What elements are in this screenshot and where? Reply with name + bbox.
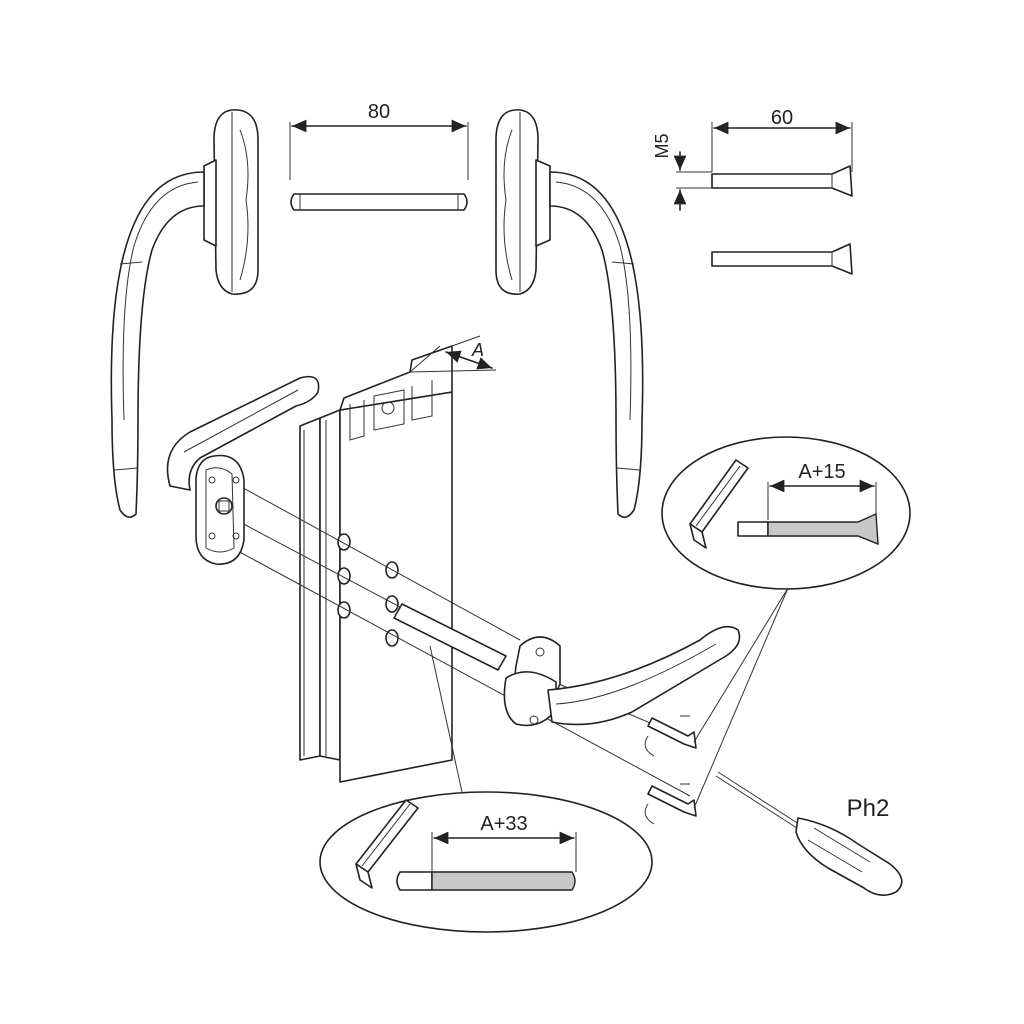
spindle-length-label: 80 — [368, 101, 390, 123]
installed-handle-back — [503, 625, 741, 727]
left-handle-icon — [110, 109, 259, 518]
installed-handle-front — [166, 375, 320, 565]
screw-bottom — [711, 243, 853, 275]
window-profile-icon: A — [299, 335, 497, 783]
screwdriver-label: Ph2 — [847, 795, 890, 822]
screw-top: 60 M5 — [652, 107, 853, 211]
screw-formula-label: A+15 — [798, 461, 845, 483]
spindle-installed — [393, 603, 507, 671]
profile-depth-label: A — [471, 340, 484, 360]
detail-screw-ellipse: A+15 — [661, 436, 911, 809]
detail-spindle-ellipse: A+33 — [319, 645, 653, 933]
spindle-formula-label: A+33 — [480, 813, 527, 835]
screw-thread-label: M5 — [652, 133, 672, 158]
right-handle-icon — [495, 109, 644, 518]
spindle-top: 80 — [289, 101, 469, 211]
phillips-screwdriver-icon: Ph2 — [715, 771, 903, 896]
screw-length-label: 60 — [771, 107, 793, 129]
screws-installed — [644, 715, 697, 825]
